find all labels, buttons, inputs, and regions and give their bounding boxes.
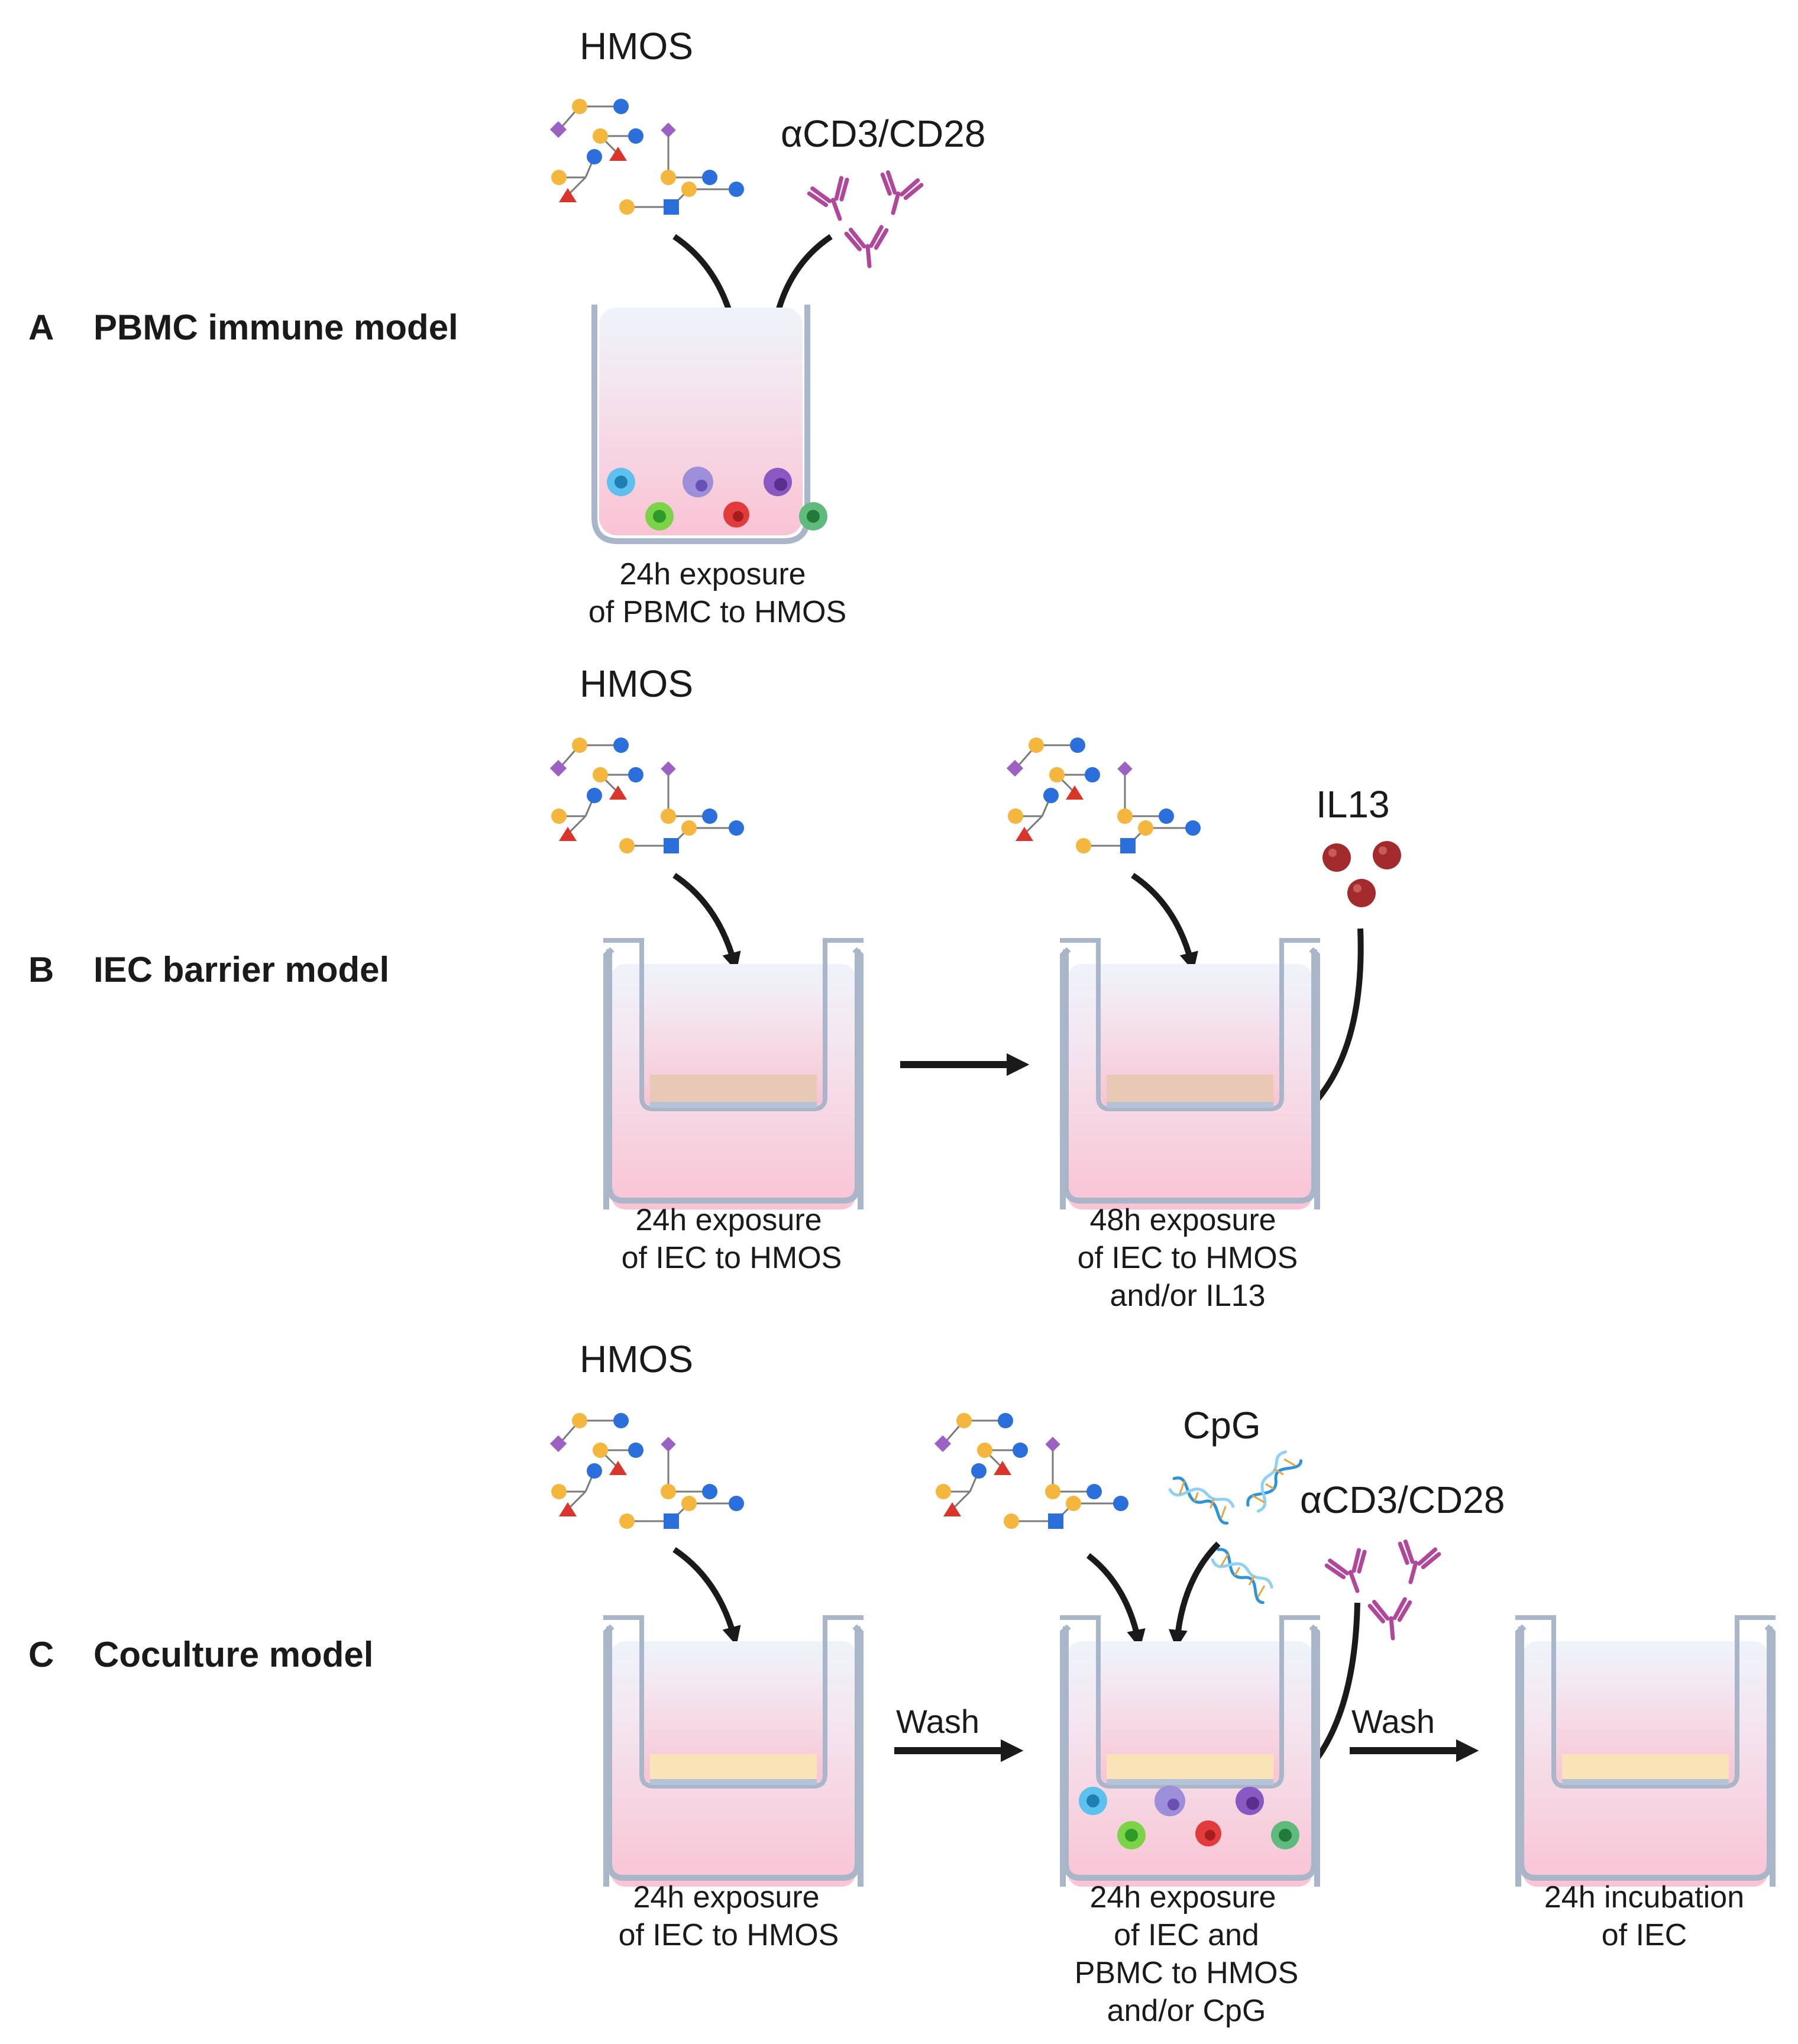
- cpg-label: CpG: [1183, 1404, 1261, 1447]
- caption-b1-line2: of IEC to HMOS: [622, 1241, 842, 1275]
- dna-helix-icon: [1166, 1448, 1302, 1603]
- antibody-icon: [808, 171, 922, 268]
- cytokine-sphere-icon: [1322, 841, 1401, 907]
- panel-a-title: PBMC immune model: [93, 308, 458, 347]
- transwell: [600, 1618, 866, 1887]
- arrow: [1086, 1553, 1146, 1649]
- caption-c1-line1: 24h exposure: [633, 1880, 819, 1914]
- arrow: [672, 872, 741, 972]
- caption-c3-line1: 24h incubation: [1544, 1880, 1744, 1914]
- caption-b2-line3: and/or IL13: [1110, 1279, 1265, 1313]
- caption-c2-line4: and/or CpG: [1107, 1994, 1266, 2028]
- antibody-icon: [1325, 1540, 1440, 1640]
- transwell: [1057, 940, 1323, 1209]
- glycan-structure-icon: [549, 1412, 745, 1530]
- panel-c-title: Coculture model: [93, 1635, 373, 1674]
- acd3-label: αCD3/CD28: [781, 112, 985, 155]
- transwell: [1512, 1618, 1778, 1887]
- caption-a1-line2: of PBMC to HMOS: [588, 595, 846, 629]
- il13-label: IL13: [1316, 783, 1390, 826]
- culture-well: [594, 305, 807, 541]
- caption-a1-line1: 24h exposure: [619, 557, 806, 591]
- wash-label: Wash: [896, 1703, 979, 1740]
- hmos-label: HMOS: [580, 25, 693, 67]
- caption-b1-line1: 24h exposure: [635, 1203, 822, 1237]
- transwell: [600, 940, 866, 1209]
- panel-b-title: IEC barrier model: [93, 950, 389, 989]
- caption-c2-line1: 24h exposure: [1089, 1880, 1276, 1914]
- transwell: [1057, 1618, 1323, 1887]
- panel-b-letter: B: [28, 950, 54, 989]
- acd3-label: αCD3/CD28: [1300, 1479, 1505, 1521]
- glycan-structure-icon: [1005, 736, 1202, 855]
- caption-c2-line3: PBMC to HMOS: [1075, 1956, 1299, 1990]
- caption-c1-line2: of IEC to HMOS: [619, 1918, 839, 1952]
- caption-b2-line2: of IEC to HMOS: [1078, 1241, 1298, 1275]
- arrow: [672, 1547, 741, 1646]
- glycan-structure-icon: [549, 736, 745, 855]
- caption-b2-line1: 48h exposure: [1089, 1203, 1276, 1237]
- glycan-structure-icon: [549, 98, 745, 216]
- caption-c3-line2: of IEC: [1602, 1918, 1687, 1952]
- hmos-label: HMOS: [580, 1338, 693, 1380]
- wash-label: Wash: [1351, 1703, 1435, 1740]
- arrow: [1168, 1541, 1221, 1649]
- arrow: [1131, 872, 1198, 972]
- hmos-label: HMOS: [580, 662, 693, 705]
- panel-a-letter: A: [28, 308, 54, 347]
- glycan-structure-icon: [933, 1412, 1130, 1530]
- caption-c2-line2: of IEC and: [1114, 1918, 1259, 1952]
- panel-c-letter: C: [28, 1635, 54, 1674]
